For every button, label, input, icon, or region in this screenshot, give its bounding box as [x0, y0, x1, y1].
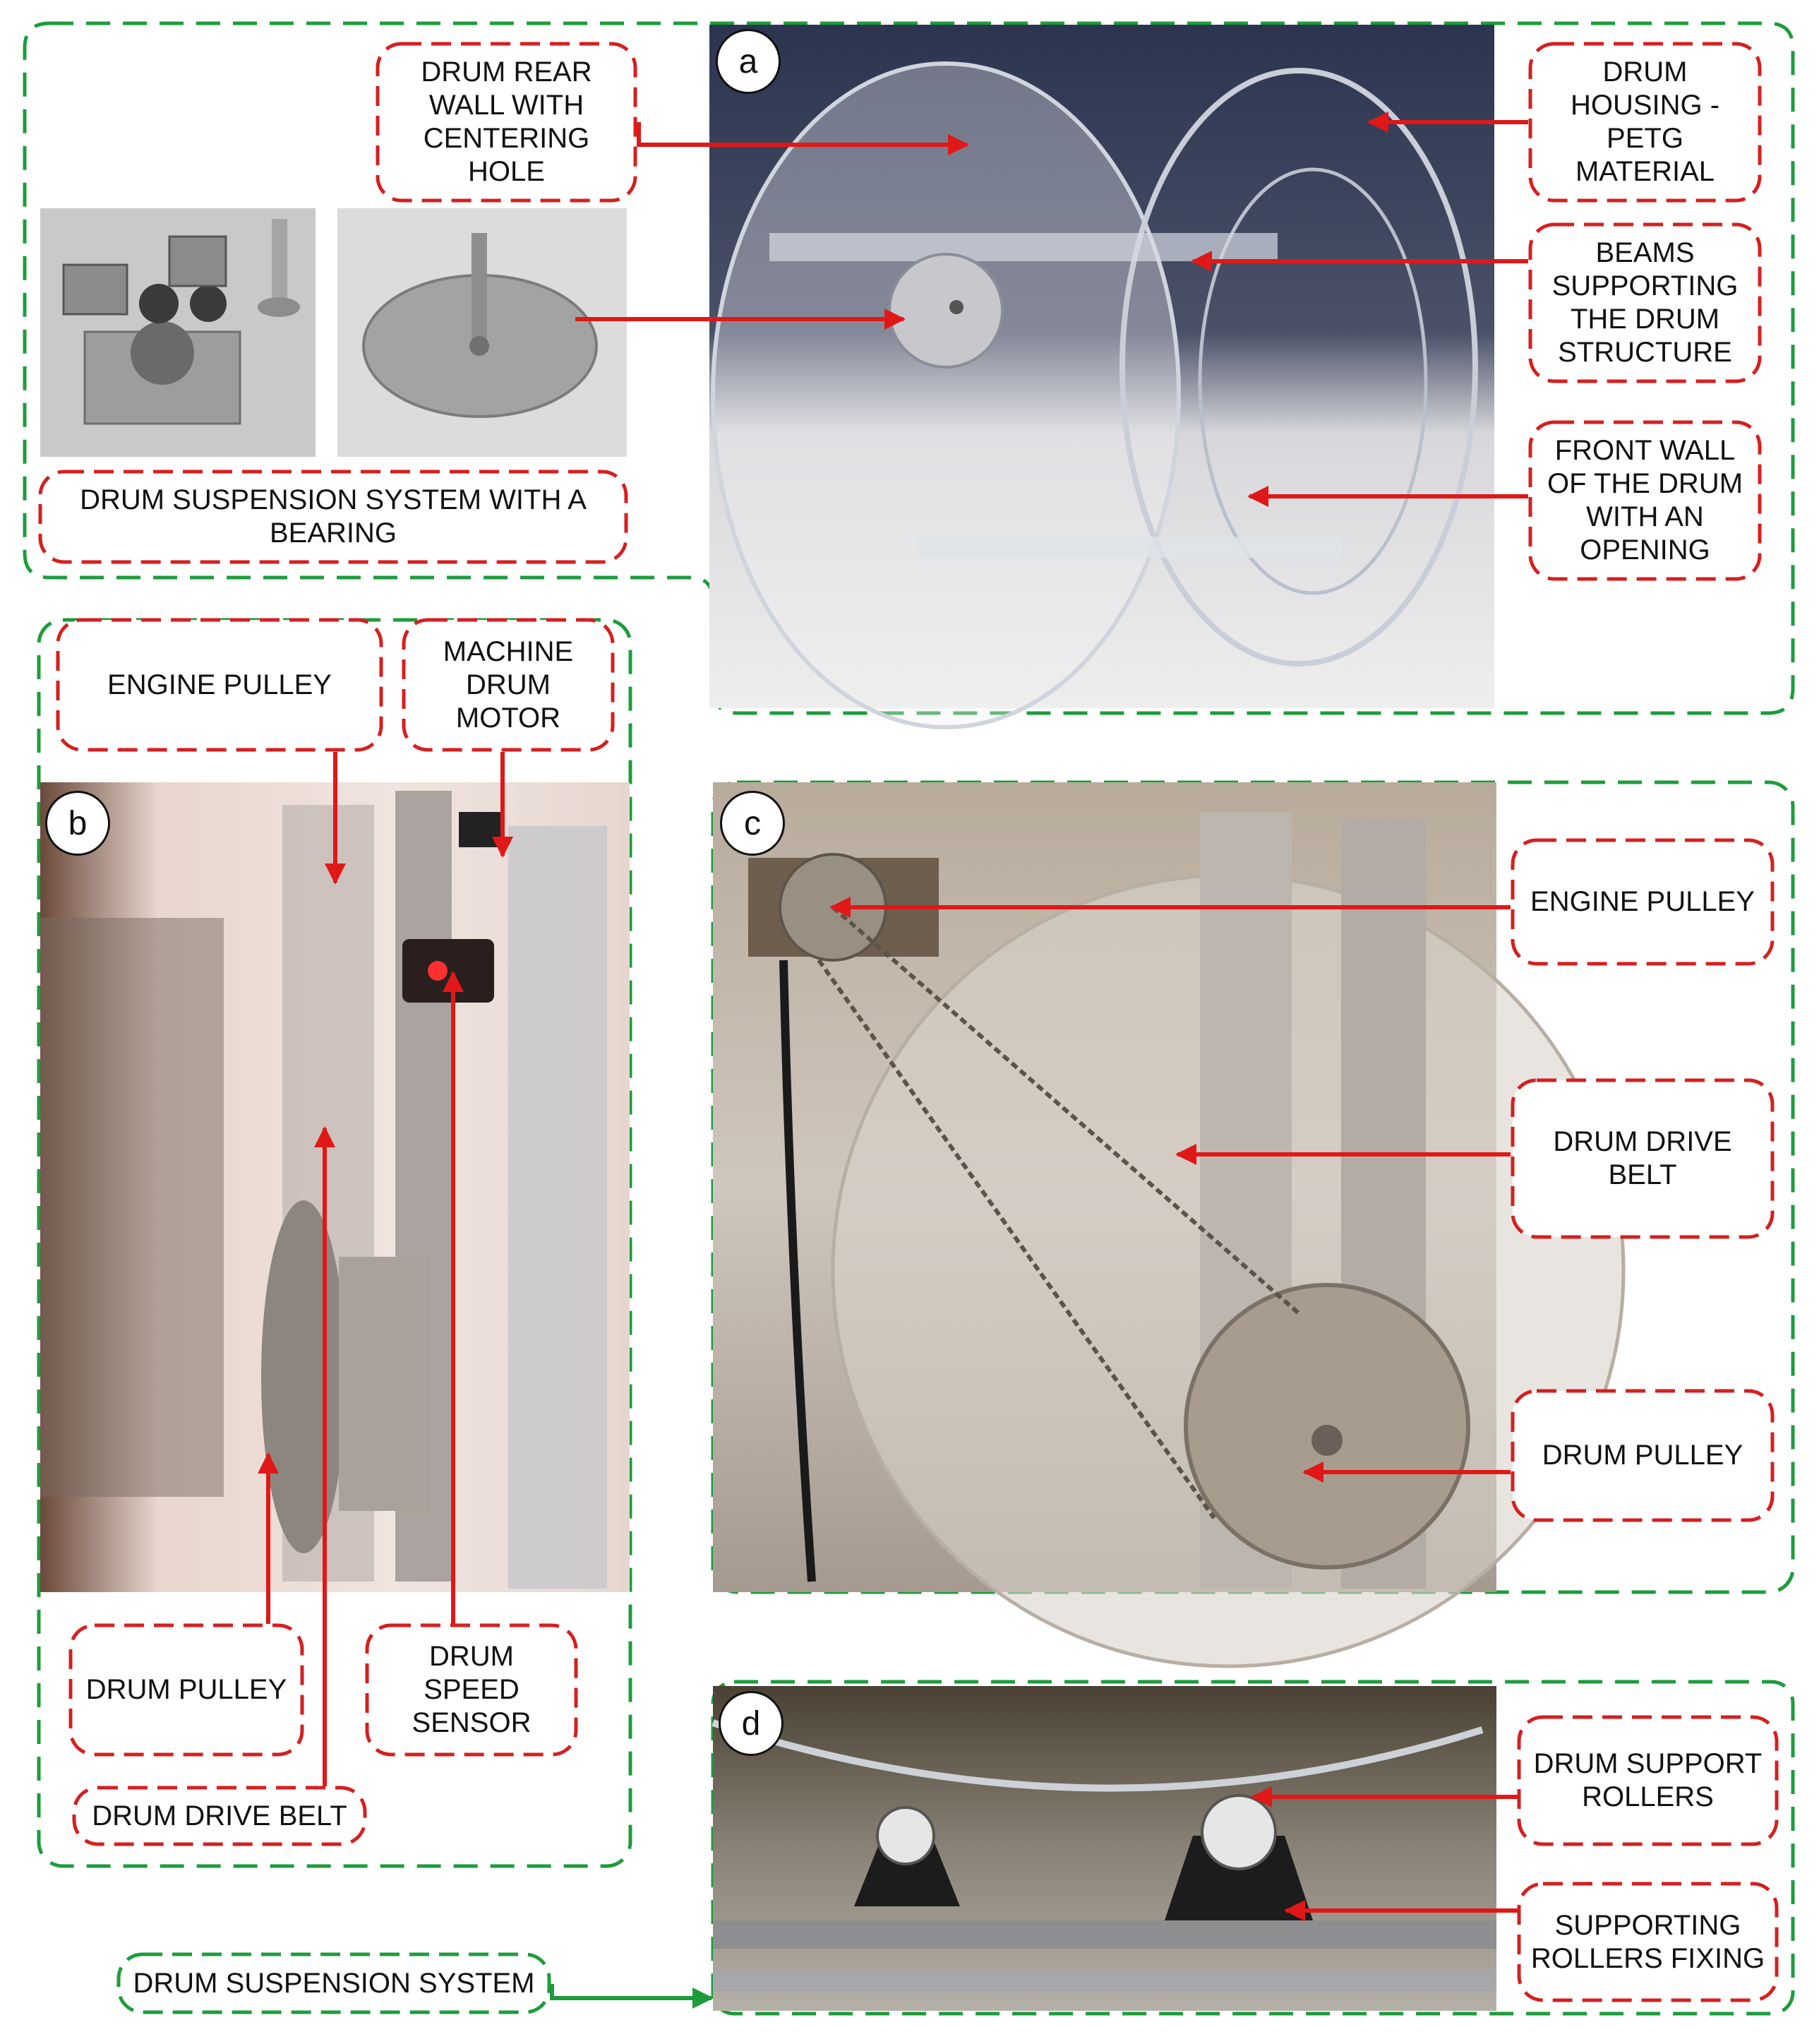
- label-beams: BEAMS SUPPORTING THE DRUM STRUCTURE: [1551, 237, 1739, 368]
- label-frame-drive-belt-b: [72, 1786, 367, 1846]
- label-frame-speed-sensor: [365, 1623, 578, 1757]
- label-frame-beams: [1528, 222, 1762, 383]
- panel-label-d: d: [719, 1691, 784, 1756]
- label-front-wall: FRONT WALL OF THE DRUM WITH AN OPENING: [1547, 435, 1743, 566]
- label-frame-support-rollers: [1517, 1715, 1779, 1846]
- photo-drive-rear-view: [713, 782, 1626, 1668]
- arrow-rear-wall: [637, 122, 969, 155]
- photo-support-rollers: [712, 1686, 1496, 2011]
- label-suspension-system: DRUM SUSPENSION SYSTEM: [133, 1967, 535, 1999]
- label-support-rollers: DRUM SUPPORT ROLLERS: [1533, 1748, 1763, 1812]
- label-rear-wall: DRUM REAR WALL WITH CENTERING HOLE: [421, 56, 592, 187]
- panel-label-c: c: [720, 791, 785, 856]
- label-engine-pulley-b: ENGINE PULLEY: [107, 669, 332, 700]
- label-frame-suspension-bearing: [38, 470, 628, 564]
- label-frame-drum-pulley-b: [68, 1623, 304, 1757]
- label-frame-drum-pulley-c: [1511, 1389, 1775, 1522]
- label-housing: DRUM HOUSING - PETG MATERIAL: [1570, 56, 1720, 187]
- panel-label-b: b: [45, 791, 110, 856]
- label-drum-pulley-c: DRUM PULLEY: [1542, 1440, 1743, 1471]
- label-frame-motor: [402, 618, 615, 752]
- label-suspension-bearing: DRUM SUSPENSION SYSTEM WITH A BEARING: [80, 484, 587, 549]
- label-frame-rear-wall: [376, 42, 637, 203]
- label-frame-engine-pulley-c: [1511, 838, 1775, 966]
- photo-drum-housing: [709, 25, 1494, 729]
- label-drum-pulley-b: DRUM PULLEY: [85, 1674, 287, 1705]
- label-frame-housing: [1528, 42, 1762, 203]
- photo-suspension-parts: [40, 208, 316, 457]
- label-frame-suspension-system: [116, 1952, 551, 2014]
- label-frame-drive-belt-c: [1511, 1078, 1775, 1239]
- arrow-suspension-system: [550, 1984, 714, 2009]
- label-frame-engine-pulley-b: [56, 618, 383, 752]
- photo-drive-side-view: [40, 782, 630, 1592]
- label-frame-rollers-fixing: [1517, 1882, 1779, 2002]
- panel-label-a: a: [716, 29, 781, 94]
- label-drive-belt-c: DRUM DRIVE BELT: [1553, 1126, 1732, 1190]
- label-rollers-fixing: SUPPORTING ROLLERS FIXING: [1530, 1909, 1765, 1974]
- label-engine-pulley-c: ENGINE PULLEY: [1530, 886, 1755, 917]
- label-motor: MACHINE DRUM MOTOR: [443, 635, 574, 734]
- photo-drum-rear-plate: [337, 208, 627, 457]
- label-drive-belt-b: DRUM DRIVE BELT: [92, 1800, 347, 1831]
- label-speed-sensor: DRUM SPEED SENSOR: [412, 1641, 532, 1738]
- label-frame-front-wall: [1528, 420, 1762, 581]
